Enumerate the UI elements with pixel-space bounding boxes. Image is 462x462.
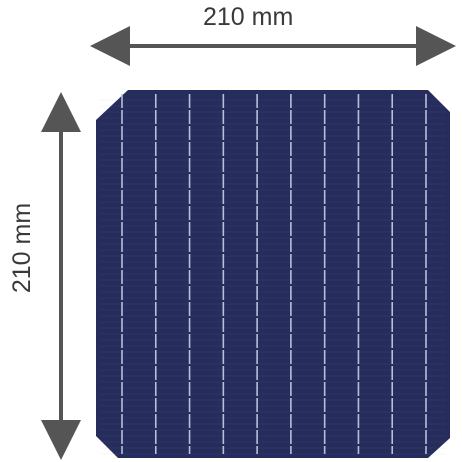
cell-busbars xyxy=(121,94,427,454)
cell-finger-grid xyxy=(100,99,446,455)
solar-cell-wafer xyxy=(96,90,450,458)
